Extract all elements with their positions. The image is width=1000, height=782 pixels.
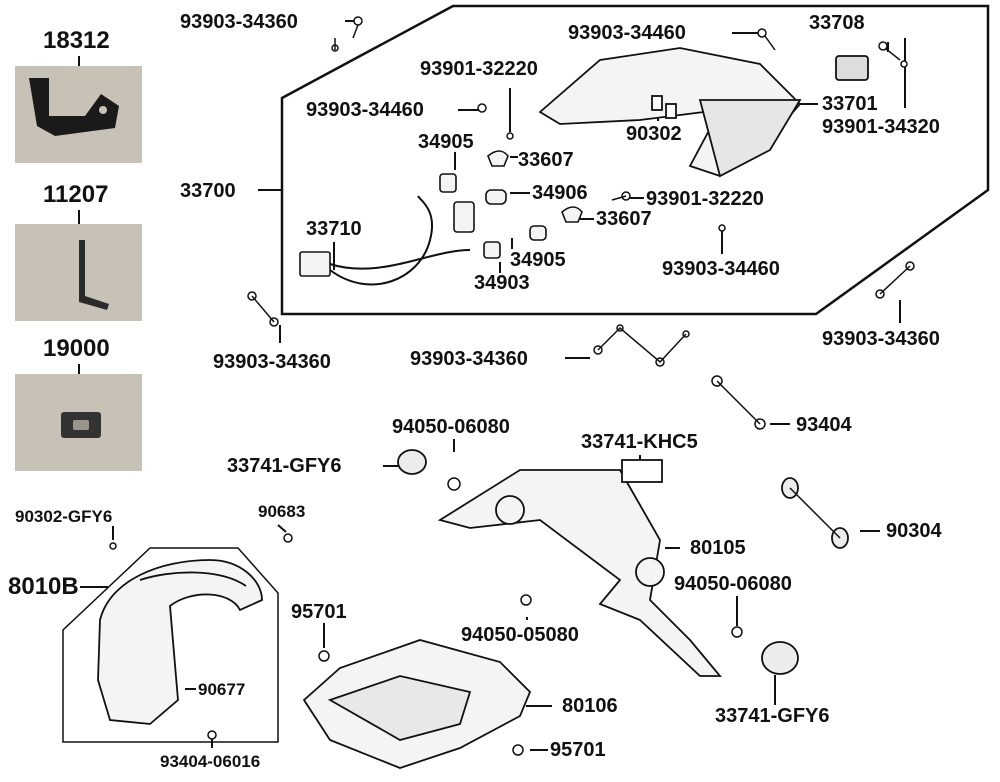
- bracket-photo: [15, 66, 142, 163]
- label-90683: 90683: [258, 502, 306, 521]
- label-33741-gfy6: 33741-GFY6: [715, 705, 830, 727]
- label-33741-gfy6: 33741-GFY6: [227, 455, 342, 477]
- hex-key-icon: [79, 240, 109, 310]
- reflector-33741-gfy6-b: [761, 641, 799, 675]
- label-93903-34360: 93903-34360: [213, 351, 331, 373]
- clip-nut-icon: [61, 412, 101, 438]
- label-34906: 34906: [532, 182, 588, 204]
- label-33607: 33607: [596, 208, 652, 230]
- label-34905: 34905: [418, 131, 474, 153]
- label-95701: 95701: [291, 601, 347, 623]
- label-93903-34460: 93903-34460: [662, 258, 780, 280]
- label-93901-32220: 93901-32220: [646, 188, 764, 210]
- label-90302: 90302: [626, 123, 682, 145]
- clip-nut-photo: [15, 374, 142, 471]
- label-93404: 93404: [796, 414, 852, 436]
- label-90304: 90304: [886, 520, 942, 542]
- label-94050-05080: 94050-05080: [461, 624, 579, 646]
- label-80106: 80106: [562, 695, 618, 717]
- thumb-label-19000: 19000: [43, 335, 110, 362]
- tray-80106: [302, 639, 532, 769]
- label-8010b: 8010B: [8, 573, 79, 600]
- rear-fender-80105: [437, 459, 722, 677]
- thumb-label-18312: 18312: [43, 27, 110, 54]
- label-33607: 33607: [518, 149, 574, 171]
- label-93404-06016: 93404-06016: [160, 752, 261, 771]
- label-93903-34360: 93903-34360: [410, 348, 528, 370]
- label-34905: 34905: [510, 249, 566, 271]
- hex-key-photo: [15, 224, 142, 321]
- label-80105: 80105: [690, 537, 746, 559]
- bracket-icon: [29, 78, 119, 136]
- thumb-label-11207: 11207: [43, 181, 109, 208]
- inner-fender-8010b: [97, 559, 263, 725]
- label-33741-khc5: 33741-KHC5: [581, 431, 698, 453]
- label-94050-06080: 94050-06080: [392, 416, 510, 438]
- label-93903-34360: 93903-34360: [180, 11, 298, 33]
- label-93903-34360: 93903-34360: [822, 328, 940, 350]
- label-93901-34320: 93901-34320: [822, 116, 940, 138]
- label-33701: 33701: [822, 93, 878, 115]
- label-94050-06080: 94050-06080: [674, 573, 792, 595]
- label-33710: 33710: [306, 218, 362, 240]
- label-93901-32220: 93901-32220: [420, 58, 538, 80]
- screw-icon: [353, 16, 363, 26]
- label-90302-gfy6: 90302-GFY6: [15, 507, 113, 526]
- reflector-33741-gfy6-a: [397, 449, 427, 475]
- label-95701: 95701: [550, 739, 606, 761]
- label-93903-34460: 93903-34460: [568, 22, 686, 44]
- label-33708: 33708: [809, 12, 865, 34]
- lens-33708: [835, 55, 869, 81]
- tail-light-housing: [538, 47, 869, 178]
- label-93903-34460: 93903-34460: [306, 99, 424, 121]
- label-34903: 34903: [474, 272, 530, 294]
- label-33700: 33700: [180, 180, 236, 202]
- label-90677: 90677: [198, 680, 246, 699]
